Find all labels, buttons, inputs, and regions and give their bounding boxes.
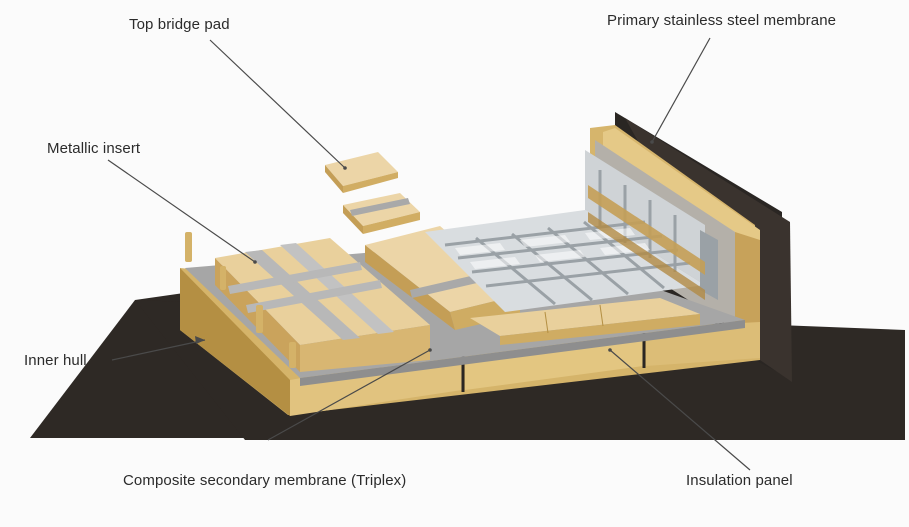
leader-secondary-membrane [267,349,431,441]
wall-plywood-strips [588,185,705,300]
plywood-panels-center [365,226,520,330]
leader-metallic-insert [107,159,256,263]
leader-inner-hull [111,339,206,361]
second-bridge-pad [343,193,420,234]
label-insulation-panel: Insulation panel [686,472,793,489]
label-inner-hull: Inner hull [24,352,87,369]
label-metallic-insert: Metallic insert [47,140,141,157]
plywood-panels-right [470,298,700,345]
top-bridge-pad [325,152,398,193]
leader-primary-membrane [651,37,711,143]
label-top-bridge-pad: Top bridge pad [129,16,230,33]
leader-lines [107,37,751,471]
label-primary-membrane: Primary stainless steel membrane [607,12,837,29]
leader-insulation-panel [609,349,751,471]
anchor-pins [185,232,296,368]
leader-top-bridge-pad [209,39,346,169]
label-secondary-membrane: Composite secondary membrane (Triplex) [123,472,407,489]
